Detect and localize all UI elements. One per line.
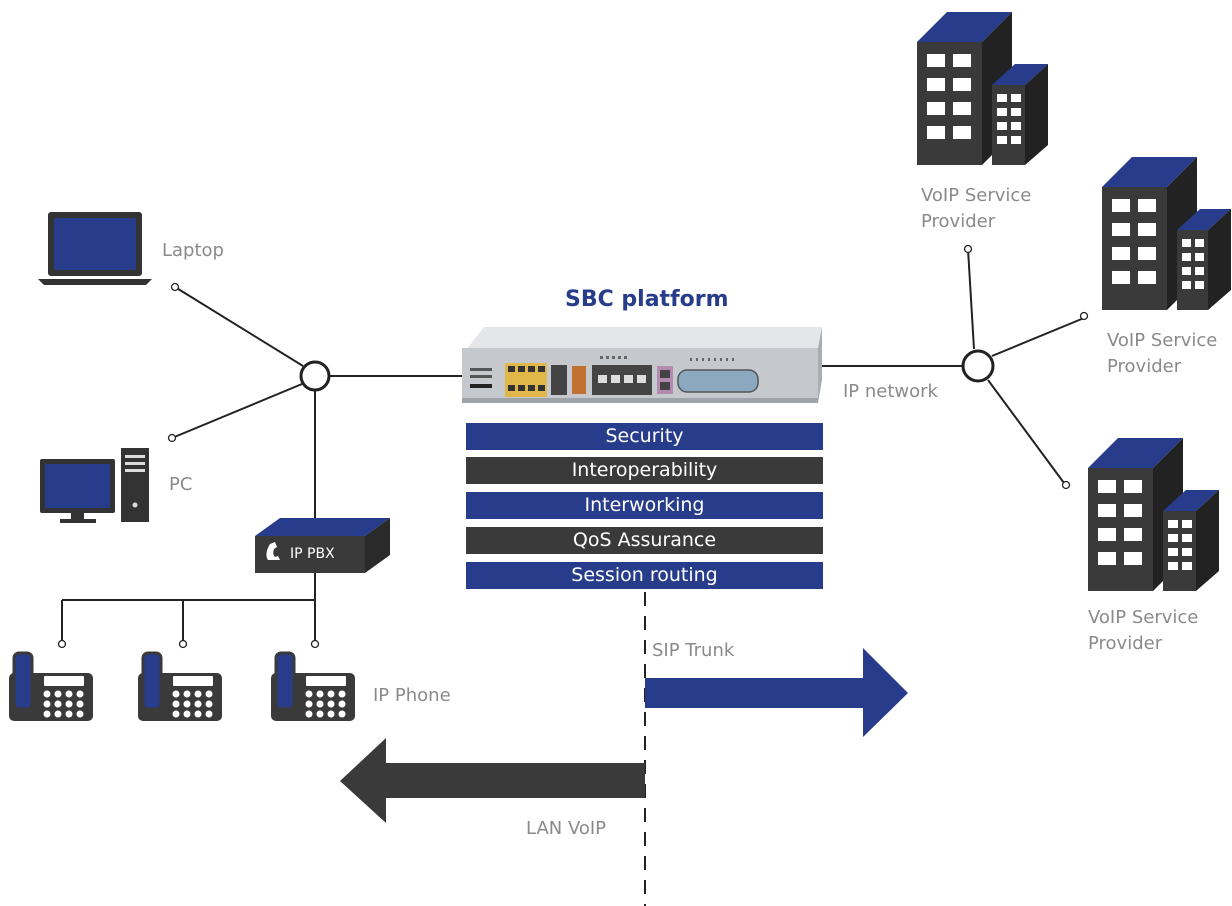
provider-label-line1: VoIP Service [1107,330,1218,351]
provider-label-line1: VoIP Service [1088,607,1199,628]
sbc-platform-title: SBC platform [565,287,729,312]
laptop-icon [38,212,152,285]
provider-label: VoIP Service Provider [1088,605,1198,657]
building-icon [1102,157,1231,310]
building-icon [1088,438,1219,591]
lan-voip-label: LAN VoIP [526,818,607,839]
building-icon [917,12,1048,165]
provider-label: VoIP Service Provider [921,183,1031,235]
ip-pbx-label: IP PBX [290,546,335,562]
ip-pbx-icon [255,518,390,573]
provider-label-line2: Provider [921,211,996,232]
ip-network-label: IP network [843,381,938,402]
ip-phone-label: IP Phone [373,685,451,706]
provider-label-line2: Provider [1107,356,1182,377]
lan-hub [299,360,331,392]
function-bar-interoperability: Interoperability [466,457,823,484]
provider-label: VoIP Service Provider [1107,328,1217,380]
sip-trunk-label: SIP Trunk [652,640,735,661]
wan-hub [961,349,995,383]
function-bar-interworking: Interworking [466,492,823,519]
laptop-label: Laptop [162,240,224,261]
function-bar-qos-assurance: QoS Assurance [466,527,823,554]
sip-trunk-arrow [645,648,908,737]
pc-label: PC [169,474,193,495]
sbc-appliance-icon [462,327,822,403]
connection-lines [61,248,1085,641]
provider-label-line2: Provider [1088,633,1163,654]
function-bar-session-routing: Session routing [466,562,823,589]
pc-icon [40,448,149,523]
lan-voip-arrow [340,738,645,823]
provider-label-line1: VoIP Service [921,185,1032,206]
connection-dots [57,244,1089,649]
ip-phone-icon [271,651,355,721]
ip-phone-icon [9,651,93,721]
ip-phone-icon [138,651,222,721]
function-bar-security: Security [466,423,823,450]
